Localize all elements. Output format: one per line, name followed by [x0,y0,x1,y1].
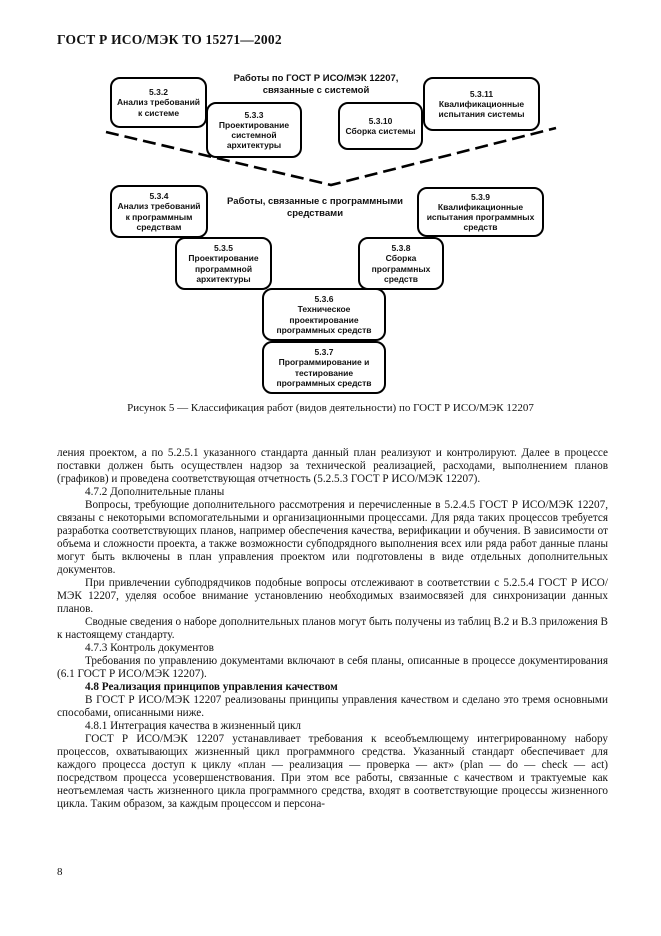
box-id: 5.3.3 [244,109,264,120]
page-number: 8 [57,866,63,878]
box-label: Проектирование программной архитектуры [188,253,259,284]
box-system-architecture-design: 5.3.3 Проектирование системной архитекту… [206,102,302,158]
heading-4-7-3: 4.7.3 Контроль документов [85,642,214,654]
figure-caption: Рисунок 5 — Классификация работ (видов д… [127,402,534,414]
box-system-requirements-analysis: 5.3.2 Анализ требований к системе [110,77,207,128]
box-id: 5.3.2 [149,87,168,98]
box-software-qualification-testing: 5.3.9 Квалификационные испытания програм… [417,187,544,237]
paragraph: В ГОСТ Р ИСО/МЭК 12207 реализованы принц… [57,694,608,719]
document-header: ГОСТ Р ИСО/МЭК ТО 15271—2002 [57,32,282,47]
box-id: 5.3.11 [469,88,494,99]
box-label: Сборка системы [345,126,416,136]
box-label: Сборка программных средств [371,253,431,284]
box-software-coding-testing: 5.3.7 Программирование и тестирование пр… [262,341,386,394]
box-label: Анализ требований к системе [116,97,201,118]
box-id: 5.3.6 [314,294,334,305]
box-id: 5.3.4 [149,191,169,202]
box-software-detailed-design: 5.3.6 Техническое проектирование програм… [262,288,386,341]
body-text: ления проектом, а по 5.2.5.1 указанного … [57,447,608,811]
box-label: Проектирование системной архитектуры [218,119,290,151]
paragraph: Требования по управлению документами вкл… [57,655,608,680]
box-id: 5.3.7 [314,347,334,358]
box-id: 5.3.10 [368,115,393,126]
heading-4-7-2: 4.7.2 Дополнительные планы [85,486,225,498]
box-label: Анализ требований к программным средства… [117,201,201,232]
paragraph: Вопросы, требующие дополнительного рассм… [57,499,608,576]
box-software-integration: 5.3.8 Сборка программных средств [358,237,444,290]
box-system-integration: 5.3.10 Сборка системы [338,102,423,150]
system-works-label: Работы по ГОСТ Р ИСО/МЭК 12207, связанны… [233,73,399,96]
box-id: 5.3.9 [471,191,490,202]
paragraph-continuation: ления проектом, а по 5.2.5.1 указанного … [57,447,608,485]
funnel-dashed-lines [105,126,557,187]
box-label: Квалификационные испытания системы [438,98,525,119]
paragraph: ГОСТ Р ИСО/МЭК 12207 устанавливает требо… [57,733,608,810]
figure-diagram: Работы по ГОСТ Р ИСО/МЭК 12207, связанны… [0,0,661,430]
heading-4-8: 4.8 Реализация принципов управления каче… [85,681,338,693]
box-label: Квалификационные испытания программных с… [426,201,535,233]
heading-4-8-1: 4.8.1 Интеграция качества в жизненный ци… [85,720,301,732]
box-system-qualification-testing: 5.3.11 Квалификационные испытания систем… [423,77,540,131]
box-software-architecture-design: 5.3.5 Проектирование программной архитек… [175,237,272,290]
box-software-requirements-analysis: 5.3.4 Анализ требований к программным ср… [110,185,208,238]
box-id: 5.3.5 [214,243,233,254]
box-label: Программирование и тестирование программ… [276,357,372,388]
box-label: Техническое проектирование программных с… [276,304,372,335]
box-id: 5.3.8 [391,243,411,254]
paragraph: При привлечении субподрядчиков подобные … [57,577,608,615]
software-works-label: Работы, связанные с программными средств… [227,196,403,219]
paragraph: Сводные сведения о наборе дополнительных… [57,616,608,641]
